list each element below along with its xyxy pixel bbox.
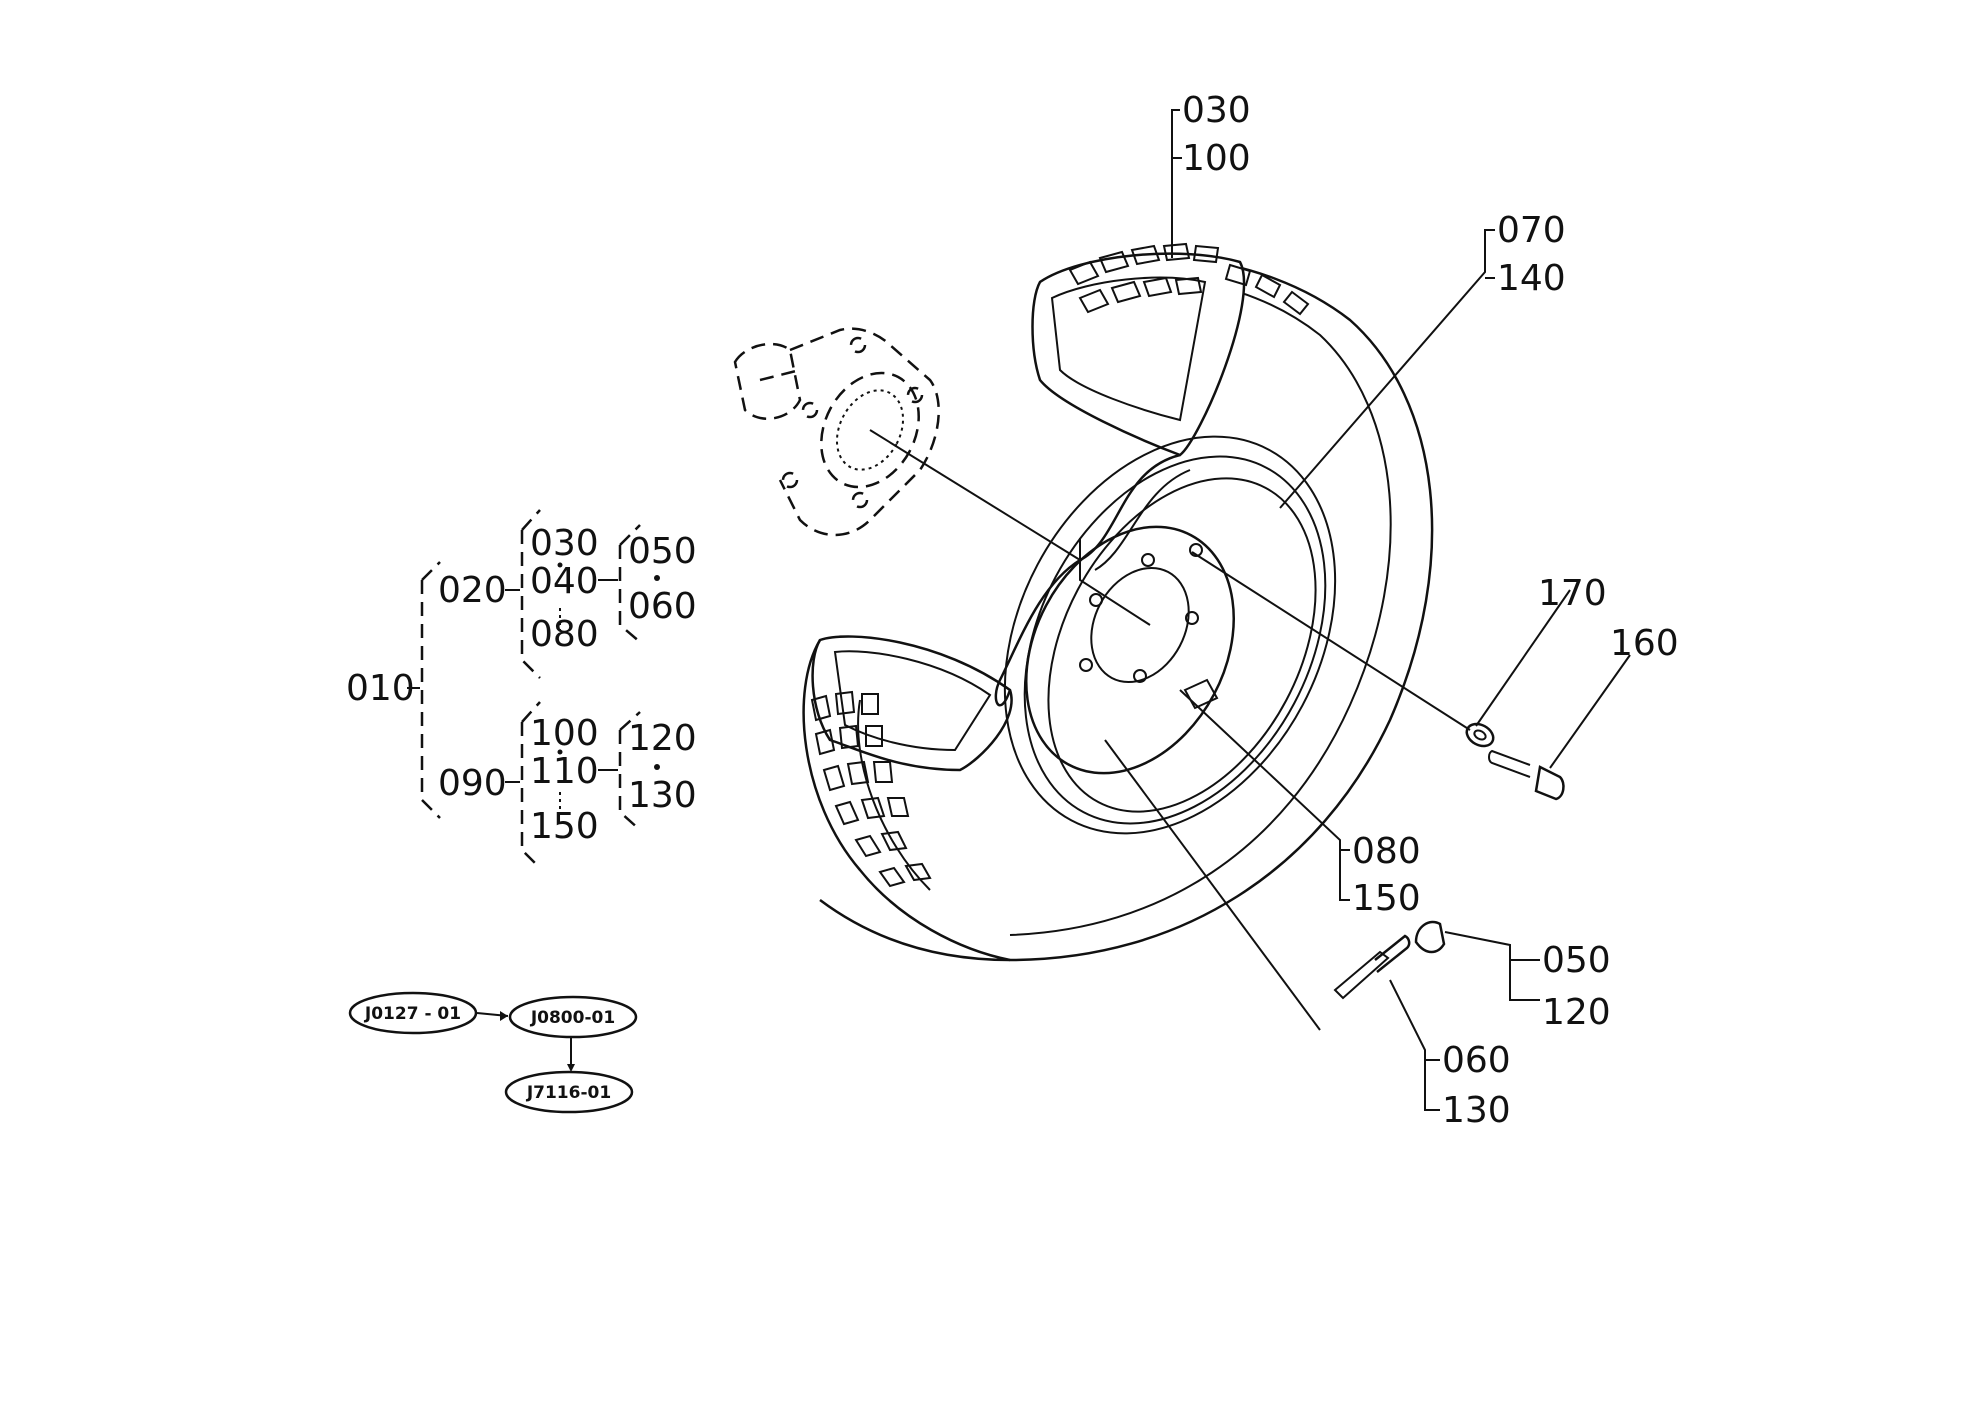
ref-oval-j0127: J0127 - 01 [364, 1004, 461, 1024]
callout-050: 050 [1542, 940, 1611, 981]
assembly-tree-brackets [407, 509, 660, 869]
wheel-hub [733, 327, 940, 537]
callout-150: 150 [1352, 878, 1421, 919]
ref-oval-j0800: J0800-01 [530, 1008, 615, 1028]
callout-160: 160 [1610, 623, 1679, 664]
tread-pattern-upper [1068, 242, 1310, 316]
leader-lines [869, 109, 1631, 1111]
callout-030-top: 030 [1182, 90, 1251, 131]
callout-070: 070 [1497, 210, 1566, 251]
callout-130: 130 [1442, 1090, 1511, 1131]
wheel-rim [994, 435, 1337, 835]
valve-cap-050 [1414, 920, 1446, 954]
callout-080: 080 [1352, 831, 1421, 872]
tree-node-010: 010 [346, 668, 415, 709]
tree-node-080: 080 [530, 614, 599, 655]
tread-pattern-lower [810, 690, 932, 888]
tree-node-050: 050 [628, 531, 697, 572]
tree-node-100: 100 [530, 713, 599, 754]
tree-node-090: 090 [438, 763, 507, 804]
valve-stem-060 [1333, 934, 1411, 1000]
wheel-nut-170 [1465, 722, 1495, 748]
tree-node-030: 030 [530, 523, 599, 564]
callout-170: 170 [1538, 573, 1607, 614]
tree-node-110: 110 [530, 751, 599, 792]
tree-node-060: 060 [628, 586, 697, 627]
tire-outer-body [802, 252, 1434, 962]
ref-oval-j7116: J7116-01 [526, 1083, 611, 1103]
callout-100-top: 100 [1182, 138, 1251, 179]
tree-node-020: 020 [438, 570, 507, 611]
wheel-bolt-160 [1488, 749, 1565, 801]
tree-node-150: 150 [530, 806, 599, 847]
reference-flow [348, 991, 638, 1114]
wheel-disc [1025, 525, 1235, 775]
callout-120: 120 [1542, 992, 1611, 1033]
callout-060: 060 [1442, 1040, 1511, 1081]
tree-node-130: 130 [628, 775, 697, 816]
callout-140: 140 [1497, 258, 1566, 299]
tree-node-040: 040 [530, 561, 599, 602]
tree-node-120: 120 [628, 718, 697, 759]
